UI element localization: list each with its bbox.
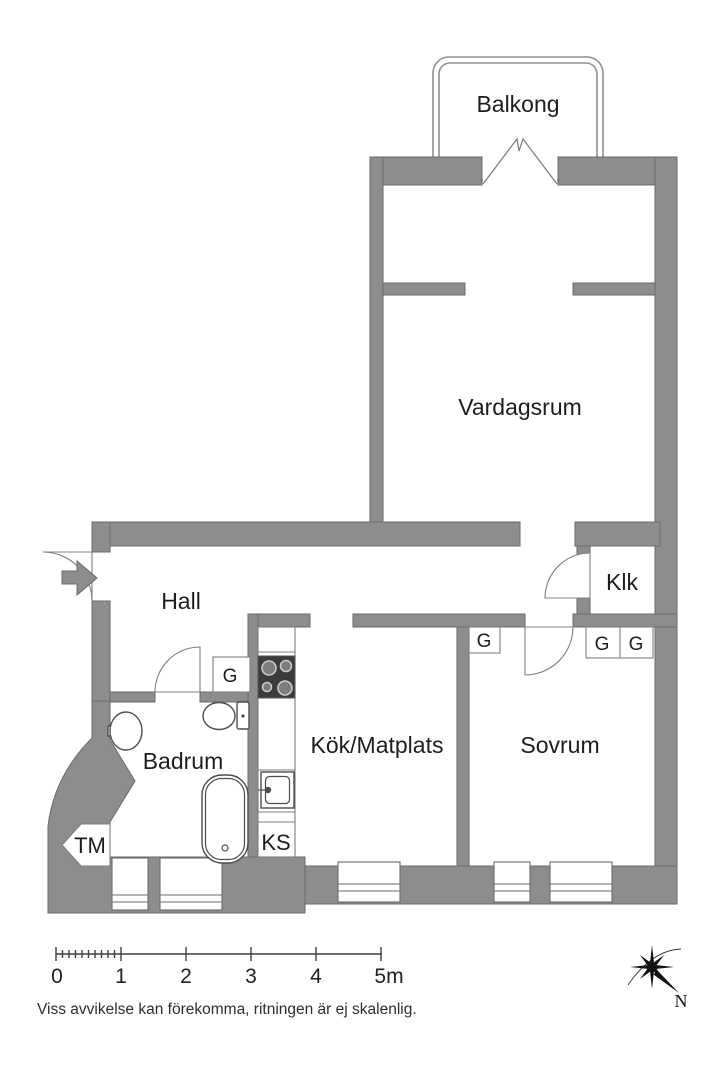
room-label-vardagsrum: Vardagsrum (458, 394, 582, 420)
living-room-stub-left (382, 282, 466, 296)
window (493, 861, 531, 903)
klk-door-swing (544, 552, 591, 599)
wardrobes (212, 626, 654, 693)
label-g-bedroom-right-1: G (595, 634, 610, 655)
bedroom-wardrobe-left (468, 626, 501, 654)
scale-tick-2: 2 (180, 965, 192, 988)
balcony-railing (432, 56, 604, 181)
bathtub-icon (201, 774, 249, 864)
interior-walls (109, 282, 678, 867)
stove-icon (257, 655, 296, 699)
washing-machine-niche (61, 823, 111, 867)
outer-walls (47, 156, 678, 914)
scale-tick-0: 0 (51, 965, 63, 988)
room-label-balkong: Balkong (476, 91, 559, 117)
scale-tick-4: 4 (310, 965, 322, 988)
room-label-sovrum: Sovrum (520, 732, 599, 758)
windows (111, 857, 613, 911)
room-label-klk: Klk (606, 569, 638, 595)
room-label-badrum: Badrum (143, 748, 224, 774)
hall-wardrobe (212, 656, 251, 693)
toilet-icon (202, 701, 250, 731)
label-ks: KS (261, 830, 290, 855)
balcony-door (482, 137, 558, 185)
label-tm: TM (74, 833, 106, 858)
scale-tick-3: 3 (245, 965, 257, 988)
room-label-hall: Hall (161, 588, 201, 614)
bedroom-door-swing (524, 626, 574, 676)
entrance-arrow-icon (61, 559, 98, 597)
window (337, 861, 401, 903)
compass-north-pointer (653, 970, 679, 993)
bathroom-fixtures (107, 701, 250, 864)
kitchen-fixtures (257, 626, 296, 858)
scale-bar: 0 1 2 3 4 5m (51, 947, 404, 988)
compass-rose: N (627, 945, 688, 1011)
room-label-kok-matplats: Kök/Matplats (311, 732, 444, 758)
scale-tick-5m: 5m (374, 965, 403, 988)
label-g-hall: G (223, 666, 238, 687)
disclaimer-text: Viss avvikelse kan förekomma, ritningen … (37, 1001, 417, 1018)
living-room-stub-right (572, 282, 656, 296)
room-labels: Balkong Vardagsrum Hall Klk Badrum Kök/M… (74, 91, 643, 858)
window (111, 857, 149, 911)
bathroom-door-swing (154, 646, 201, 693)
kitchen-sink-icon (258, 771, 295, 809)
scale-minor-ticks (61, 950, 116, 958)
window (549, 861, 613, 903)
label-g-bedroom-right-2: G (629, 634, 644, 655)
washbasin-icon (107, 711, 143, 751)
window (159, 857, 223, 911)
scale-tick-1: 1 (115, 965, 127, 988)
label-g-bedroom-left: G (477, 631, 492, 652)
compass-north-label: N (675, 991, 688, 1011)
